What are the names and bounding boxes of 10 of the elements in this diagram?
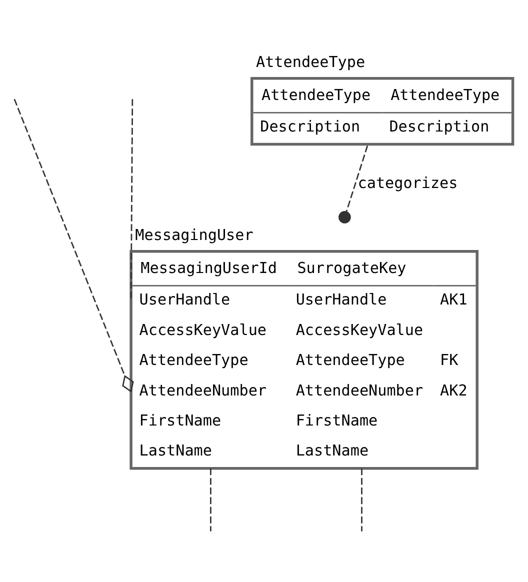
connector <box>14 98 134 393</box>
node-label: AttendeeType <box>256 53 366 72</box>
connector <box>338 146 368 224</box>
edge-label: categorizes <box>358 174 458 192</box>
connector <box>130 99 134 301</box>
connector <box>210 468 212 532</box>
connector <box>361 468 362 532</box>
node-box: MessagingUserId SurrogateKey UserHandle UserHandle AK1 AccessKeyValue AccessKeyValue AttendeeType AttendeeType FK AttendeeNumber AttendeeNumber AK2 FirstName FirstName LastName LastName <box>130 250 478 470</box>
node-box: AttendeeType AttendeeType Description Description <box>250 76 514 146</box>
node-label: MessagingUser <box>135 226 254 244</box>
